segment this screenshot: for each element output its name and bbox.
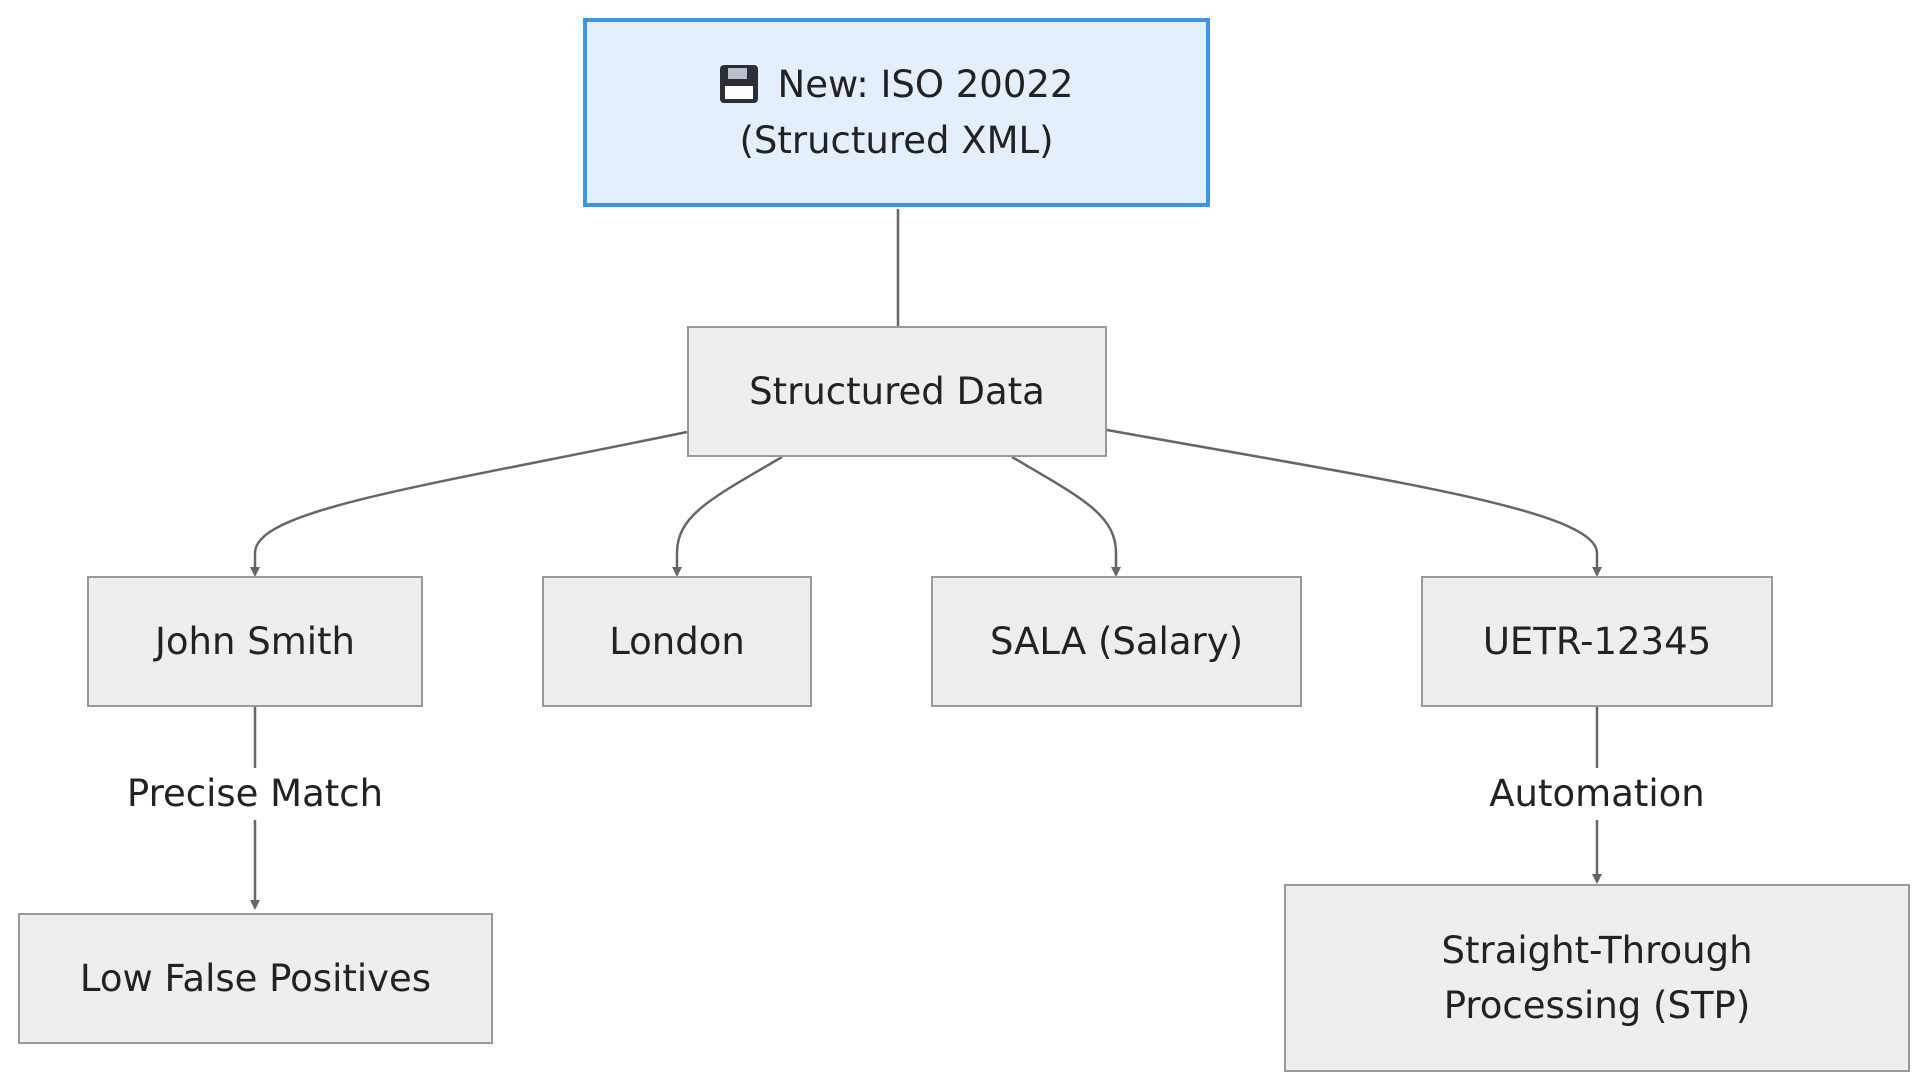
edge-structured-data-to-sala xyxy=(1011,455,1121,577)
node-sala-salary[interactable]: SALA (Salary) xyxy=(931,576,1302,707)
edge-label-precise-match: Precise Match xyxy=(118,767,392,821)
node-stp-line1: Straight-Through xyxy=(1441,928,1753,972)
node-john-smith[interactable]: John Smith xyxy=(87,576,423,707)
node-iso-20022-line2: (Structured XML) xyxy=(739,118,1054,162)
edge-structured-data-to-london xyxy=(672,455,783,577)
node-john-smith-label: John Smith xyxy=(155,619,355,663)
node-stp-line2: Processing (STP) xyxy=(1443,984,1751,1027)
node-uetr[interactable]: UETR-12345 xyxy=(1421,576,1773,707)
node-london-label: London xyxy=(609,619,745,663)
node-iso-20022[interactable]: New: ISO 20022 (Structured XML) xyxy=(583,18,1210,207)
node-iso-20022-title: New: ISO 20022 xyxy=(777,63,1074,106)
node-london[interactable]: London xyxy=(542,576,812,707)
node-low-false-positives-label: Low False Positives xyxy=(79,956,432,1000)
node-structured-data[interactable]: Structured Data xyxy=(687,326,1107,457)
edge-label-automation: Automation xyxy=(1481,767,1713,821)
node-sala-salary-label: SALA (Salary) xyxy=(989,619,1244,663)
node-stp[interactable]: Straight-Through Processing (STP) xyxy=(1284,884,1910,1072)
node-iso-20022-line1: New: ISO 20022 xyxy=(719,57,1074,113)
edge-structured-data-to-uetr xyxy=(1106,428,1602,577)
node-structured-data-label: Structured Data xyxy=(749,369,1045,413)
floppy-disk-icon xyxy=(719,65,758,103)
edge-structured-data-to-john-smith xyxy=(250,430,688,577)
node-uetr-label: UETR-12345 xyxy=(1482,619,1712,663)
node-low-false-positives[interactable]: Low False Positives xyxy=(18,913,493,1044)
